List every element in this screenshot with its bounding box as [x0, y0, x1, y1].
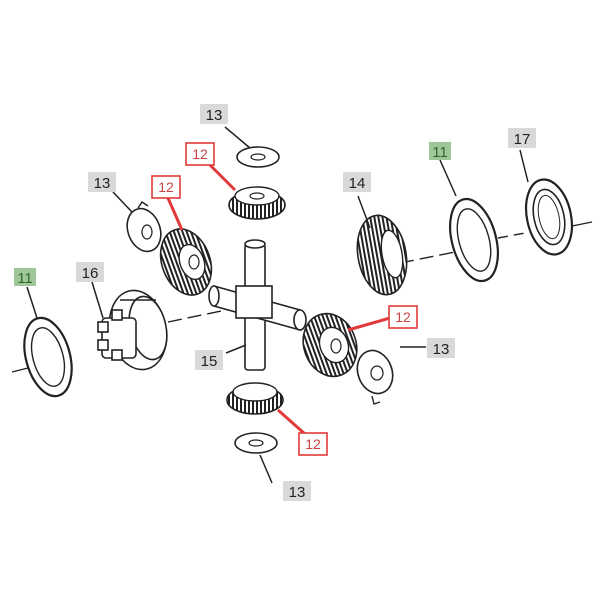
- svg-text:12: 12: [395, 309, 411, 325]
- right-thrust-washer: [356, 349, 394, 405]
- highlight-leader-lines: [166, 163, 391, 436]
- svg-text:13: 13: [94, 175, 111, 192]
- svg-text:13: 13: [433, 341, 450, 358]
- svg-text:11: 11: [432, 144, 448, 161]
- highlight-label-right-gear: 12: [388, 305, 418, 329]
- top-pinion-gear: [228, 186, 286, 220]
- svg-text:11: 11: [17, 270, 33, 287]
- bottom-pinion-gear: [226, 382, 284, 415]
- leader-lines: [26, 126, 529, 484]
- svg-text:12: 12: [192, 146, 208, 162]
- left-thrust-washer: [126, 201, 162, 253]
- bottom-thrust-washer: [234, 432, 278, 454]
- highlight-label-top-gear: 12: [185, 142, 215, 166]
- label-top-washer: 13: [200, 104, 228, 124]
- label-left-washer: 13: [88, 172, 116, 192]
- left-side-gear: [159, 228, 213, 296]
- label-right-shim: 11: [429, 142, 451, 161]
- svg-text:13: 13: [289, 484, 306, 501]
- svg-text:14: 14: [349, 175, 366, 192]
- right-shim-ring: [449, 197, 499, 283]
- ring-gear: [356, 214, 408, 296]
- cross-shaft: [208, 239, 307, 371]
- label-left-shim: 11: [14, 268, 36, 287]
- svg-text:15: 15: [201, 353, 218, 370]
- svg-text:13: 13: [206, 107, 223, 124]
- svg-text:16: 16: [82, 265, 99, 282]
- label-right-washer: 13: [427, 338, 455, 358]
- label-case: 16: [76, 262, 104, 282]
- label-ring-gear: 14: [343, 172, 371, 192]
- svg-text:17: 17: [514, 131, 531, 148]
- right-side-gear: [302, 312, 358, 378]
- differential-case: [97, 289, 168, 371]
- top-thrust-washer: [236, 146, 280, 168]
- label-bearing-cup: 17: [508, 128, 536, 148]
- highlight-label-bottom-gear: 12: [298, 432, 328, 456]
- bearing-cup: [524, 178, 574, 256]
- svg-text:12: 12: [158, 179, 174, 195]
- svg-text:12: 12: [305, 436, 321, 452]
- highlight-label-left-gear: 12: [151, 175, 181, 199]
- label-bottom-washer: 13: [283, 481, 311, 501]
- label-cross-shaft: 15: [195, 350, 223, 370]
- left-shim-ring: [23, 316, 73, 398]
